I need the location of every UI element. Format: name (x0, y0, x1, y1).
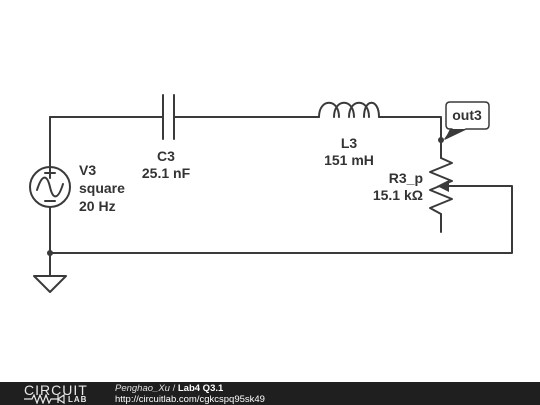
logo-resistor-icon (24, 394, 65, 404)
circuit-url[interactable]: http://circuitlab.com/cgkcspq95sk49 (115, 394, 265, 405)
capacitor-symbol[interactable] (162, 94, 175, 140)
logo-text-top: CIRCUIT (24, 382, 88, 398)
potentiometer-name: R3_p (389, 170, 423, 186)
junction-dot (438, 137, 444, 143)
probe-out3[interactable]: out3 (444, 101, 490, 140)
logo-text-bottom: LAB (68, 395, 88, 404)
circuit-meta: Penghao_Xu / Lab4 Q3.1 http://circuitlab… (115, 383, 265, 405)
inductor-value: 151 mH (324, 152, 374, 168)
potentiometer-symbol[interactable] (429, 157, 453, 215)
wire-network (49, 116, 513, 277)
source-frequency: 20 Hz (79, 198, 116, 214)
probe-label: out3 (452, 107, 482, 123)
capacitor-value: 25.1 nF (142, 165, 191, 181)
circuitlab-logo[interactable]: CIRCUIT LAB (24, 382, 94, 405)
inductor-symbol[interactable] (318, 101, 380, 118)
meta-separator: / (172, 383, 176, 394)
circuit-title[interactable]: Lab4 Q3.1 (177, 383, 224, 394)
source-name: V3 (79, 162, 96, 178)
capacitor-name: C3 (157, 148, 175, 164)
circuit-schematic: out3 V3 square 20 Hz C3 25.1 nF L3 151 m… (29, 94, 513, 293)
potentiometer-value: 15.1 kΩ (373, 187, 423, 203)
wiper-arrow-icon (437, 180, 449, 192)
junction-dot (47, 250, 53, 256)
author-link[interactable]: Penghao_Xu (115, 383, 170, 394)
inductor-name: L3 (341, 135, 358, 151)
footer-bar: CIRCUIT LAB Penghao_Xu / Lab4 Q3.1 http:… (0, 382, 540, 405)
voltage-source-symbol[interactable] (29, 166, 71, 208)
source-type: square (79, 180, 125, 196)
ground-symbol[interactable] (33, 275, 67, 293)
